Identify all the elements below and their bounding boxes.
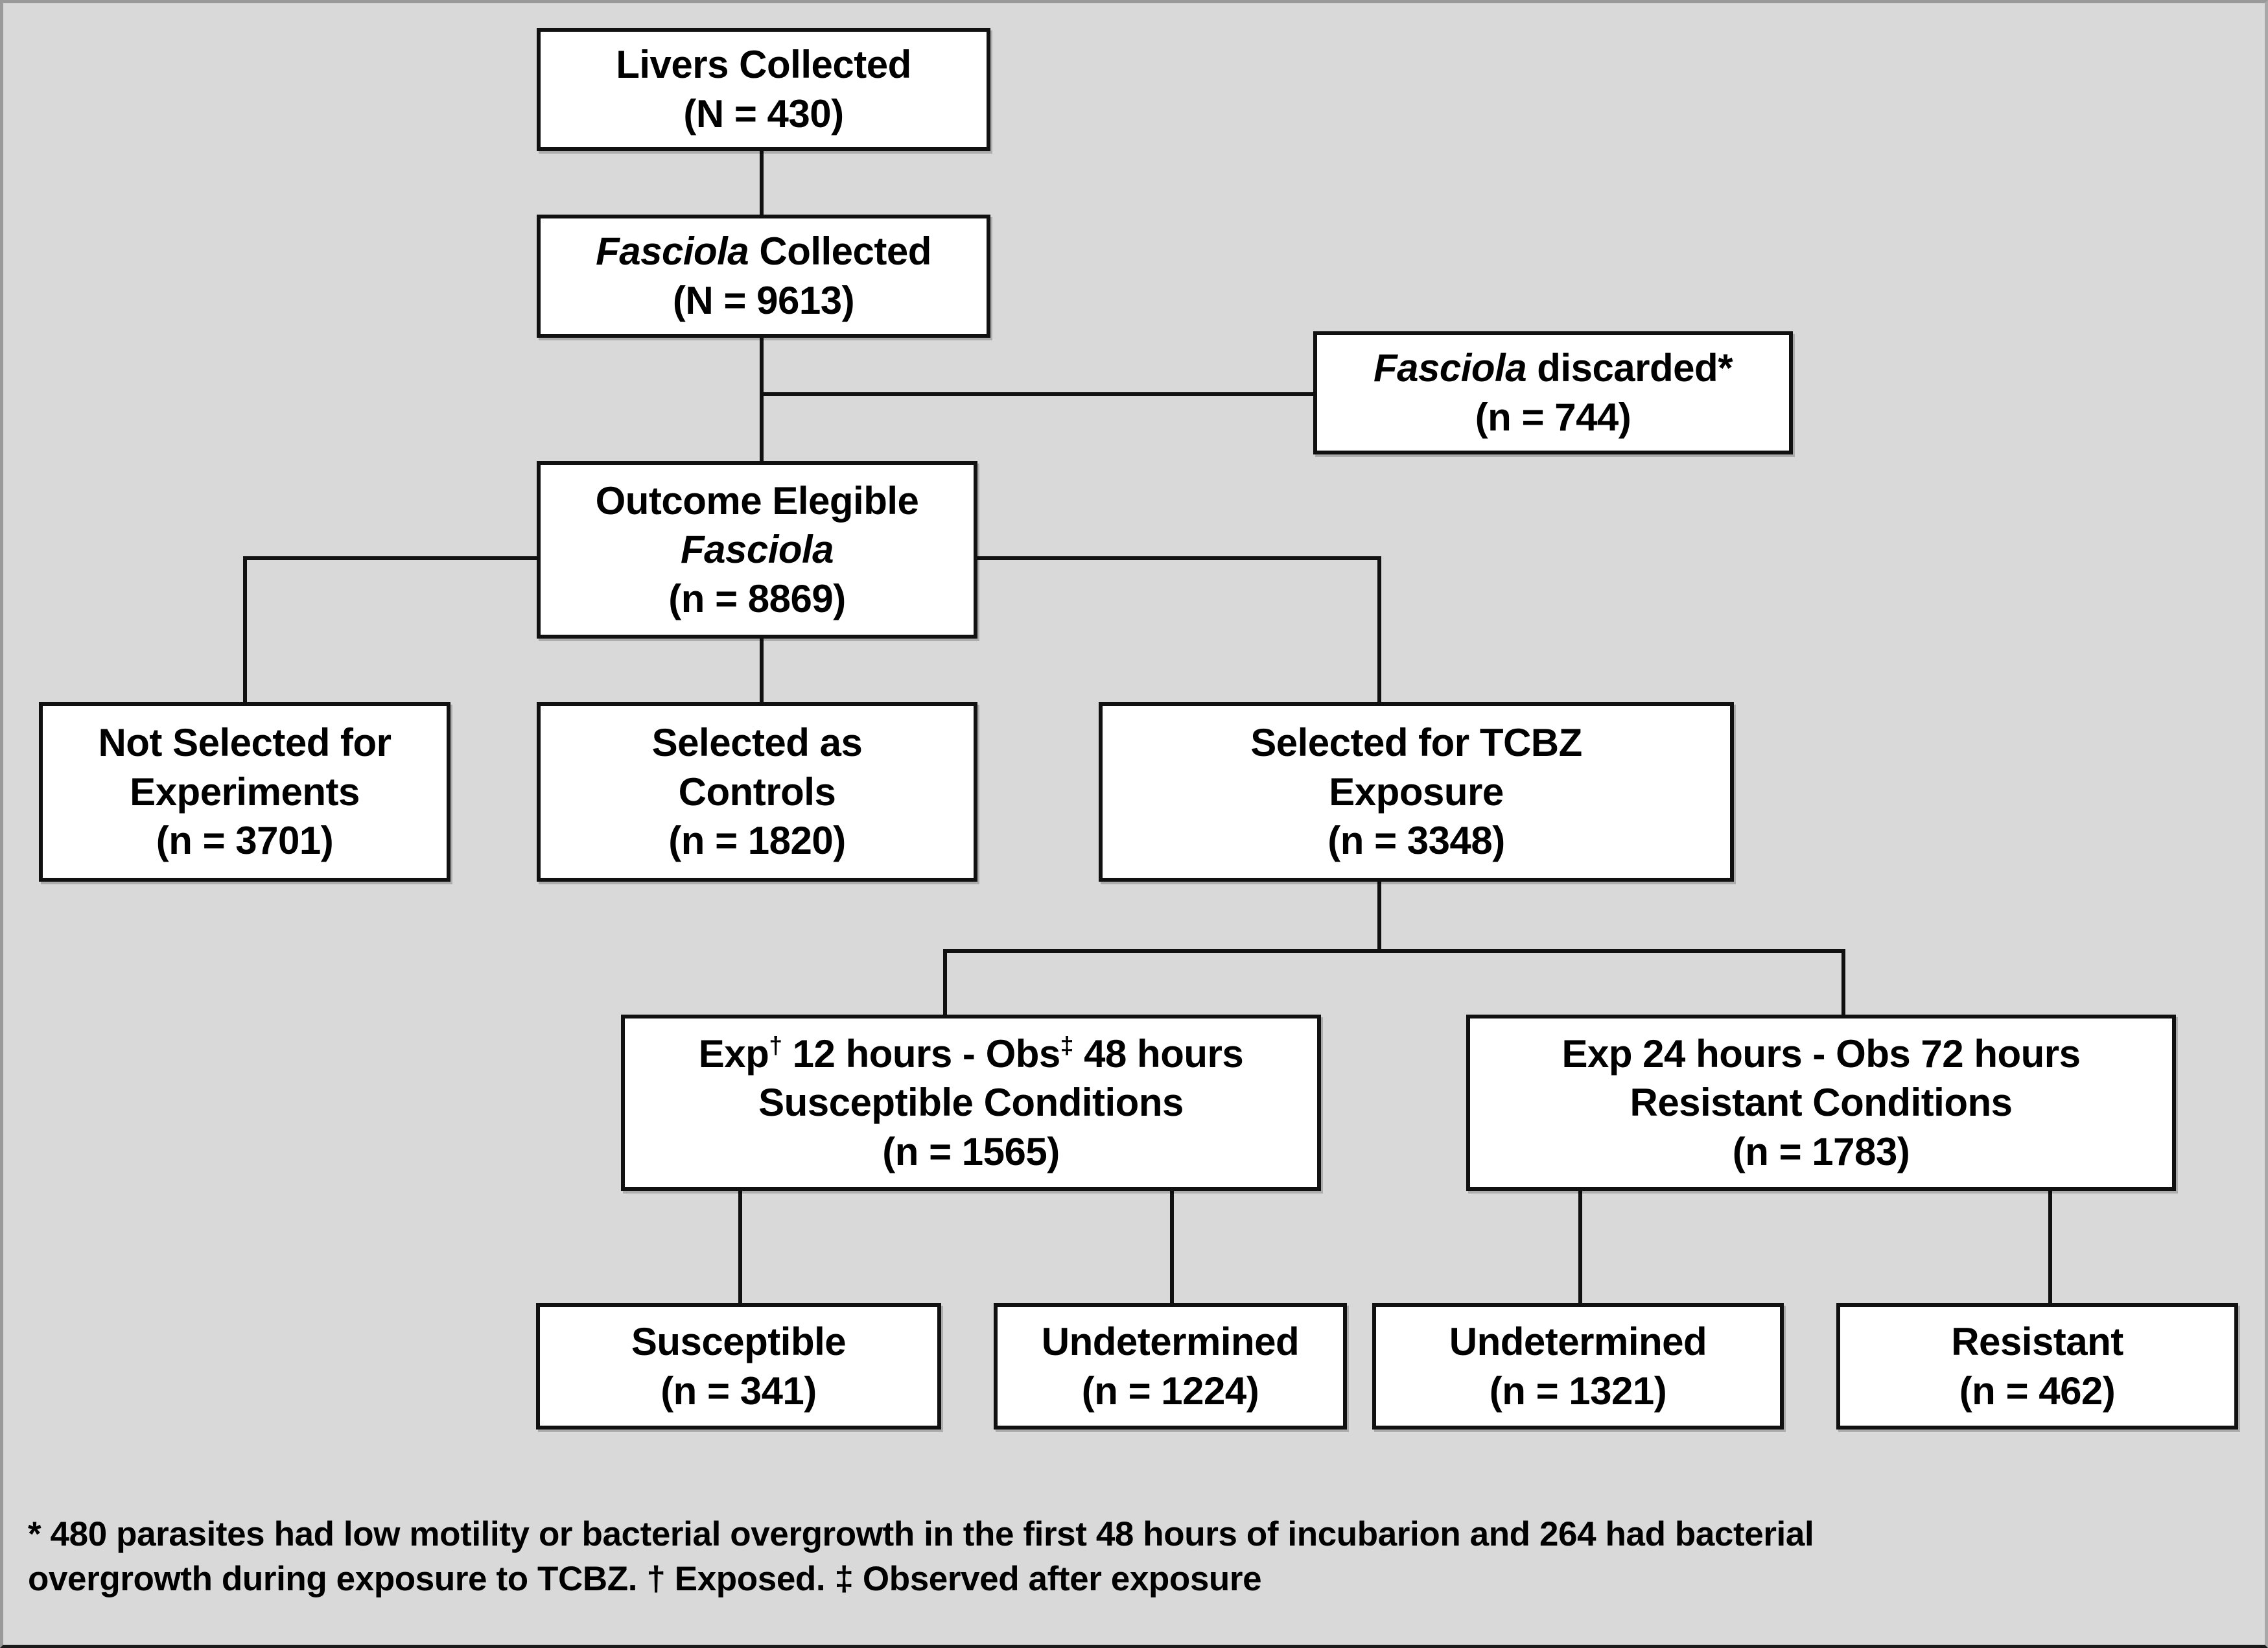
node-count: (n = 3701) <box>156 819 334 863</box>
connector-tcbz-stem <box>1377 882 1381 953</box>
node-livers-collected[interactable]: Livers Collected (N = 430) <box>537 28 990 151</box>
node-title-line2: Susceptible Conditions <box>758 1081 1184 1125</box>
node-title-rest: discarded* <box>1526 346 1733 390</box>
double-dagger-marker: ‡ <box>834 1559 854 1598</box>
connector-eligible-left-drop <box>243 556 247 702</box>
connector-fasciola-to-discarded <box>760 392 1318 396</box>
connector-rescond-to-undetermined <box>1578 1190 1582 1306</box>
node-title-rest: Collected <box>749 230 931 274</box>
node-outcome-eligible[interactable]: Outcome Elegible Fasciola (n = 8869) <box>537 461 977 639</box>
node-title: Undetermined <box>1041 1319 1300 1363</box>
node-not-selected[interactable]: Not Selected for Experiments (n = 3701) <box>39 702 450 882</box>
connector-rescond-to-resistant <box>2048 1190 2052 1306</box>
node-title-line1: Selected for TCBZ <box>1250 721 1582 765</box>
footnote-tcbz-text: overgrowth during exposure to TCBZ. <box>28 1559 647 1598</box>
node-count: (n = 3348) <box>1327 819 1505 863</box>
node-title: Fasciola discarded* <box>1317 344 1789 393</box>
node-title-line1: Not Selected for <box>98 721 392 765</box>
node-outcome-susceptible[interactable]: Susceptible (n = 341) <box>536 1303 941 1430</box>
node-fasciola-collected[interactable]: Fasciola Collected (N = 9613) <box>537 215 990 338</box>
node-count: (n = 1321) <box>1489 1369 1667 1413</box>
taxon-name: Fasciola <box>680 528 834 572</box>
connector-suscond-to-undetermined <box>1170 1190 1174 1306</box>
node-count: (n = 8869) <box>668 576 846 620</box>
node-count: (n = 1820) <box>668 819 846 863</box>
node-count: (N = 9613) <box>672 279 855 322</box>
node-outcome-undetermined-susceptible[interactable]: Undetermined (n = 1224) <box>994 1303 1347 1430</box>
footnote-line-1: * 480 parasites had low motility or bact… <box>28 1515 1814 1553</box>
connector-eligible-left-arm <box>243 556 548 560</box>
dagger-marker: † <box>646 1559 666 1598</box>
node-title-line1: Exp† 12 hours - Obs‡ 48 hours <box>625 1030 1317 1079</box>
node-title: Livers Collected <box>616 43 911 87</box>
footnote-exposed-text: Exposed. <box>665 1559 835 1598</box>
dagger-marker: † <box>769 1031 782 1059</box>
taxon-name: Fasciola <box>596 230 749 274</box>
node-title-line1: Selected as <box>651 721 863 765</box>
node-title-line1: Outcome Elegible <box>595 478 919 523</box>
node-count: (n = 462) <box>1959 1369 2116 1413</box>
node-resistant-conditions[interactable]: Exp 24 hours - Obs 72 hours Resistant Co… <box>1466 1015 2176 1191</box>
node-title-line2: Experiments <box>130 770 360 814</box>
connector-eligible-right-drop <box>1377 556 1381 702</box>
obs-hours: 48 hours <box>1073 1031 1244 1076</box>
node-count: (n = 1783) <box>1732 1129 1910 1173</box>
node-title-line2: Exposure <box>1329 770 1504 814</box>
footnote-observed-text: Observed after exposure <box>853 1559 1262 1598</box>
node-fasciola-discarded[interactable]: Fasciola discarded* (n = 744) <box>1313 331 1793 454</box>
node-count: (n = 744) <box>1475 395 1631 439</box>
footnote-line-2: overgrowth during exposure to TCBZ. † Ex… <box>28 1557 2206 1602</box>
node-title: Susceptible <box>631 1319 847 1363</box>
connector-eligible-right-arm <box>976 556 1381 560</box>
footnote-block: * 480 parasites had low motility or bact… <box>28 1513 2206 1602</box>
connector-suscond-to-susceptible <box>738 1190 742 1306</box>
connector-eligible-center-drop <box>760 639 764 702</box>
exp-label: Exp <box>698 1031 769 1076</box>
connector-tcbz-to-susceptible-cond <box>943 949 947 1017</box>
node-susceptible-conditions[interactable]: Exp† 12 hours - Obs‡ 48 hours Susceptibl… <box>621 1015 1321 1191</box>
node-outcome-undetermined-resistant[interactable]: Undetermined (n = 1321) <box>1372 1303 1784 1430</box>
node-title-line2: Controls <box>678 770 836 814</box>
connector-tcbz-split-bar <box>943 949 1845 953</box>
node-title: Resistant <box>1951 1319 2123 1363</box>
obs-label: 12 hours - Obs <box>782 1031 1061 1076</box>
connector-tcbz-to-resistant-cond <box>1841 949 1845 1017</box>
double-dagger-marker: ‡ <box>1060 1031 1074 1059</box>
node-count: (n = 1565) <box>882 1129 1060 1173</box>
taxon-name: Fasciola <box>1373 346 1527 390</box>
node-title: Undetermined <box>1449 1319 1707 1363</box>
node-title-line1: Exp 24 hours - Obs 72 hours <box>1561 1031 2081 1076</box>
connector-livers-to-fasciola <box>760 147 764 218</box>
connector-fasciola-trunk <box>760 335 764 465</box>
node-outcome-resistant[interactable]: Resistant (n = 462) <box>1836 1303 2238 1430</box>
node-count: (N = 430) <box>683 92 844 135</box>
node-title: Fasciola Collected <box>541 227 987 276</box>
node-selected-tcbz[interactable]: Selected for TCBZ Exposure (n = 3348) <box>1099 702 1734 882</box>
node-count: (n = 1224) <box>1081 1369 1259 1413</box>
node-selected-controls[interactable]: Selected as Controls (n = 1820) <box>537 702 977 882</box>
node-count: (n = 341) <box>661 1369 817 1413</box>
node-title-line2: Resistant Conditions <box>1630 1081 2013 1125</box>
